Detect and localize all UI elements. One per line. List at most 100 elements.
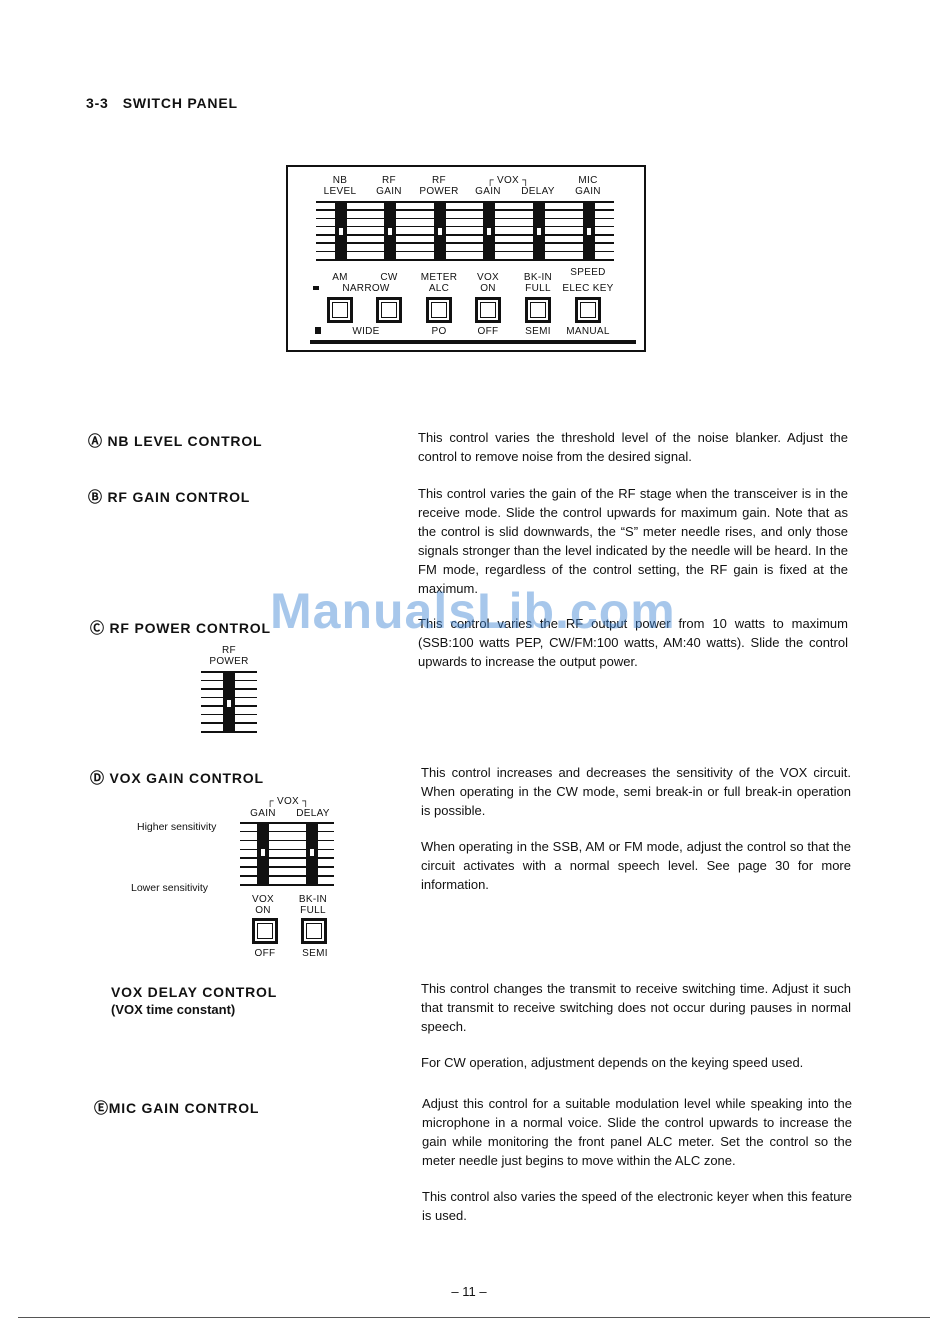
rf-power-paragraph: This control varies the RF output power … bbox=[418, 616, 848, 669]
wide-label: WIDE bbox=[352, 326, 380, 337]
mic-gain-text: Adjust this control for a suitable modul… bbox=[422, 1094, 852, 1225]
fader-rail bbox=[240, 848, 334, 851]
rf-power-text: This control varies the RF output power … bbox=[418, 614, 848, 671]
slider-label-bottom: POWER bbox=[419, 186, 459, 197]
fader-rail bbox=[316, 234, 614, 236]
fader-knob bbox=[257, 822, 269, 886]
switch-label-top: CW bbox=[380, 272, 398, 283]
slider-label: DELAY bbox=[508, 175, 568, 197]
page-number: – 11 – bbox=[451, 1284, 487, 1299]
panel-bottom-bar bbox=[310, 340, 636, 344]
switch-label-top: AM bbox=[332, 272, 348, 283]
vox-fig-vox-switch bbox=[252, 918, 278, 944]
panel-switch bbox=[426, 297, 452, 323]
fader-rail bbox=[316, 225, 614, 228]
switch-label-bottom: OFF bbox=[477, 326, 499, 337]
switch-label-mid: ELEC KEY bbox=[562, 283, 614, 294]
vox-delay-paragraph-1: This control changes the transmit to rec… bbox=[421, 981, 851, 1034]
higher-sensitivity-label: Higher sensitivity bbox=[137, 821, 217, 833]
fader-mark bbox=[387, 227, 393, 236]
rf-gain-text: This control varies the gain of the RF s… bbox=[418, 484, 848, 598]
mic-gain-paragraph-2: This control also varies the speed of th… bbox=[422, 1189, 852, 1223]
switch-label-bottom: PO bbox=[431, 326, 447, 337]
switch-label-mid: FULL bbox=[525, 283, 551, 294]
vox-gain-text: This control increases and decreases the… bbox=[421, 763, 851, 894]
fader-rail bbox=[316, 242, 614, 244]
panel-switch bbox=[525, 297, 551, 323]
switch-label-mid: ON bbox=[480, 283, 496, 294]
vox-gain-delay-faders bbox=[240, 822, 334, 886]
panel-switch bbox=[376, 297, 402, 323]
panel-switch bbox=[327, 297, 353, 323]
fader-knob bbox=[306, 822, 318, 886]
slider-label-bottom: GAIN bbox=[475, 186, 501, 197]
nb-level-paragraph: This control varies the threshold level … bbox=[418, 430, 848, 464]
section-number: 3-3 bbox=[86, 95, 109, 111]
fader-mark bbox=[486, 227, 492, 236]
vox-fig-vox-text: VOX bbox=[251, 894, 275, 905]
section-title: SWITCH PANEL bbox=[122, 95, 238, 111]
panel-switch bbox=[475, 297, 501, 323]
fader-rail bbox=[240, 884, 334, 886]
vox-gain-paragraph-2: When operating in the SSB, AM or FM mode… bbox=[421, 839, 851, 892]
vox-fig-on-text: ON bbox=[255, 905, 271, 916]
vox-fig-full-text: FULL bbox=[300, 905, 326, 916]
fader-rail bbox=[316, 259, 614, 261]
fader-mark bbox=[437, 227, 443, 236]
fader-knob bbox=[223, 671, 235, 733]
fader-knob bbox=[483, 201, 495, 261]
fader-rail bbox=[316, 217, 614, 220]
switch-label-top: VOX bbox=[476, 272, 500, 283]
fader-rail bbox=[240, 857, 334, 859]
fader-knob bbox=[583, 201, 595, 261]
vox-delay-paragraph-2: For CW operation, adjustment depends on … bbox=[421, 1055, 804, 1070]
fader-mark bbox=[338, 227, 344, 236]
fader-knob bbox=[434, 201, 446, 261]
watermark: ManualsLib.com bbox=[270, 583, 676, 639]
switch-label-top: SPEED bbox=[570, 267, 606, 278]
rf-power-fig-label-bottom: POWER bbox=[209, 656, 249, 667]
vox-gain-paragraph-1: This control increases and decreases the… bbox=[421, 765, 851, 818]
fader-rail bbox=[240, 830, 334, 833]
vox-fig-bkin-label: BK-IN FULL bbox=[291, 894, 335, 916]
fader-knob bbox=[533, 201, 545, 261]
vox-delay-text: This control changes the transmit to rec… bbox=[421, 979, 851, 1072]
narrow-indicator-icon bbox=[313, 286, 319, 290]
rf-power-title: Ⓒ RF POWER CONTROL bbox=[90, 620, 271, 636]
vox-fig-bkin-text: BK-IN bbox=[298, 894, 328, 905]
vox-fig-off-label: OFF bbox=[254, 948, 276, 959]
slider-label-bottom: DELAY bbox=[521, 186, 555, 197]
fader-rail bbox=[316, 201, 614, 203]
fader-rail bbox=[316, 250, 614, 253]
nb-level-text: This control varies the threshold level … bbox=[418, 428, 848, 466]
switch-label-top: BK-IN bbox=[523, 272, 553, 283]
vox-fig-bkin-switch bbox=[301, 918, 327, 944]
fader-rail bbox=[240, 839, 334, 842]
rf-power-fader bbox=[201, 671, 257, 733]
rf-power-fig-label-top: RF bbox=[222, 645, 236, 656]
vox-delay-title: VOX DELAY CONTROL bbox=[111, 984, 278, 1000]
fader-rail bbox=[316, 209, 614, 211]
fader-mark bbox=[260, 848, 266, 857]
fader-mark bbox=[309, 848, 315, 857]
nb-level-title: Ⓐ NB LEVEL CONTROL bbox=[88, 433, 263, 449]
vox-delay-subtitle: (VOX time constant) bbox=[111, 1002, 236, 1017]
panel-fader-rails bbox=[316, 201, 614, 261]
slider-label-bottom: GAIN bbox=[575, 186, 601, 197]
slider-label-top: NB bbox=[332, 175, 348, 186]
wide-indicator-icon bbox=[315, 327, 321, 334]
slider-label-bottom: LEVEL bbox=[323, 186, 357, 197]
slider-label-top: RF bbox=[382, 175, 396, 186]
switch-label-mid: ALC bbox=[428, 283, 450, 294]
vox-fig-bracket: ┌ VOX ┐ bbox=[266, 796, 310, 807]
narrow-label: NARROW bbox=[342, 283, 390, 294]
slider-label-top: MIC bbox=[578, 175, 598, 186]
switch-label-bottom: SEMI bbox=[525, 326, 551, 337]
slider-label-bottom: GAIN bbox=[376, 186, 402, 197]
bottom-rule bbox=[18, 1317, 930, 1318]
rf-gain-paragraph: This control varies the gain of the RF s… bbox=[418, 486, 848, 596]
vox-fig-delay-label: DELAY bbox=[296, 808, 330, 819]
fader-knob bbox=[335, 201, 347, 261]
